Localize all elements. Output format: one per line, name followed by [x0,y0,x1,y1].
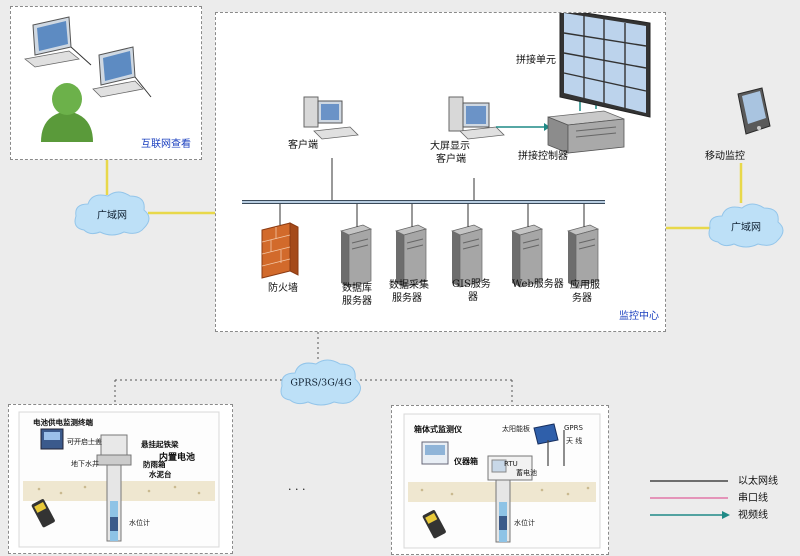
left-label-rainbox: 防雨箱 [143,460,166,469]
left-label-platform: 水泥台 [149,470,172,479]
monitor-center-panel: 客户端 大屏显示 客户端 拼接单元 拼接控制器 防火墙 数据库 服务器 数据采集… [215,12,666,332]
ellipsis: . . . [288,480,306,493]
station-right-panel: 箱体式监测仪 太阳能板 GPRS 天 线 RTU 蓄电池 仪器箱 水位计 [391,405,609,555]
right-label-storage: 蓄电池 [516,469,537,477]
internet-view-panel: 互联网查看 [10,6,202,160]
right-label-antenna: 天 线 [566,437,583,445]
bigscreen-client-label-1: 大屏显示 [430,141,470,152]
mobile-device-icon [737,87,771,135]
wan-cloud-left: 广域网 [70,188,154,240]
gis-server-icon [451,224,483,288]
left-label-well: 地下水井 [71,460,99,468]
bigscreen-client-label-2: 客户端 [436,154,466,165]
firewall-label: 防火墙 [268,283,298,294]
left-label-battery: 内置电池 [159,453,196,463]
app-server-icon [567,224,599,288]
left-label-gauge: 水位计 [129,519,150,527]
legend-swatches [650,480,730,519]
gprs-cloud: GPRS/3G/4G [276,356,366,410]
monitor-center-illustration [242,13,651,288]
station-left-panel: 电池供电监测终端 可开启上盖 悬挂起铁梁 内置电池 地下水井 防雨箱 水泥台 水… [8,404,233,554]
splice-controller-label: 拼接控制器 [518,151,568,162]
handheld-reader-icon [422,510,446,539]
internet-computers-illustration [24,16,152,142]
bigscreen-client-icon [448,96,505,140]
station-left-illustration [18,411,220,548]
station-right-illustration [403,413,601,549]
app-server-label-2: 务器 [572,293,592,304]
wan-left-label: 广域网 [97,210,127,222]
station-right-title: 箱体式监测仪 [414,425,462,434]
collect-server-icon [395,224,427,288]
legend: 以太网线 串口线 视频线 [650,474,790,524]
wan-cloud-right: 广域网 [704,200,788,252]
monitor-center-label: 监控中心 [619,311,659,322]
app-server-label-1: 应用服 [570,280,600,291]
mobile-label: 移动监控 [705,151,745,162]
firewall-icon [261,222,299,279]
splice-controller-icon [547,110,625,154]
internet-view-label: 互联网查看 [141,139,191,150]
db-server-label-1: 数据库 [342,283,372,294]
right-label-cabinet: 仪器箱 [454,457,478,466]
right-label-rtu: RTU [504,460,518,468]
gprs-label: GPRS/3G/4G [290,377,352,389]
client-computer-icon [303,96,359,140]
wan-right-label: 广域网 [731,222,761,234]
db-server-icon [340,224,372,288]
station-left-title: 电池供电监测终端 [33,418,93,427]
gis-server-label-2: 器 [468,292,478,303]
legend-label-serial: 串口线 [738,493,768,504]
computer-icon [92,46,152,98]
left-label-hook: 悬挂起铁梁 [141,440,179,449]
legend-label-ethernet: 以太网线 [738,476,778,487]
db-server-label-2: 服务器 [342,296,372,307]
web-server-icon [511,224,543,288]
left-label-cover: 可开启上盖 [67,438,102,446]
web-server-label: Web服务器 [512,279,564,290]
splice-unit-label: 拼接单元 [516,55,556,66]
client-label: 客户端 [288,140,318,151]
splice-wall-icon [559,13,651,118]
server-icons [340,224,599,288]
user-icon [41,83,93,142]
collect-server-label-2: 服务器 [392,293,422,304]
collect-server-label-1: 数据采集 [389,280,429,291]
right-label-gprs: GPRS [564,424,583,432]
right-label-solar: 太阳能板 [502,425,530,433]
computer-icon [24,16,92,68]
gis-server-label-1: GIS服务 [452,279,491,290]
legend-label-video: 视频线 [738,510,768,521]
right-label-gauge: 水位计 [514,519,535,527]
handheld-reader-icon [31,499,55,528]
